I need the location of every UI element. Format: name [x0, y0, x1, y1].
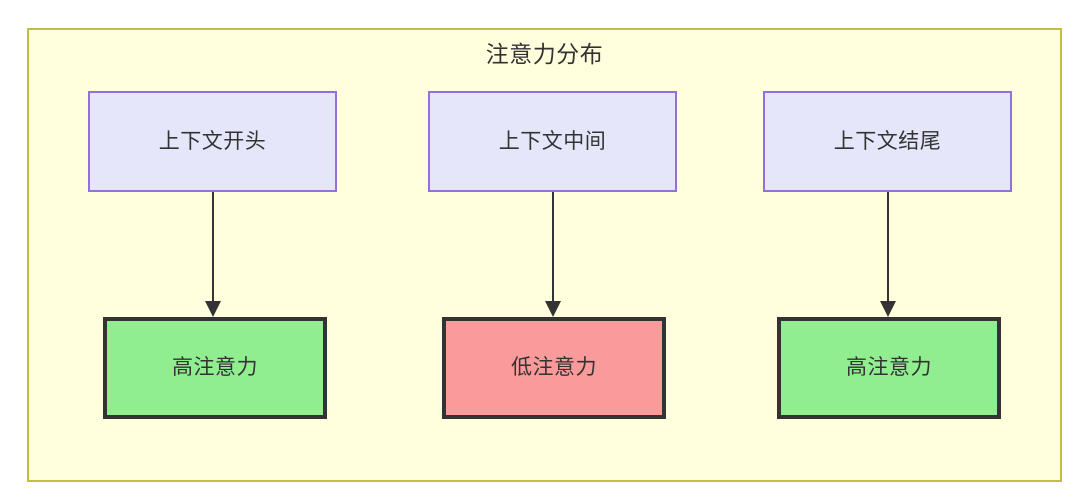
node-label: 上下文开头: [158, 129, 267, 153]
node-attention-low-middle[interactable]: 低注意力: [442, 317, 666, 419]
node-context-start[interactable]: 上下文开头: [88, 91, 337, 192]
node-attention-high-end[interactable]: 高注意力: [777, 317, 1001, 419]
node-label: 高注意力: [172, 356, 258, 379]
node-label: 高注意力: [846, 356, 932, 379]
node-context-end[interactable]: 上下文结尾: [763, 91, 1012, 192]
node-label: 上下文中间: [498, 129, 607, 153]
node-label: 上下文结尾: [833, 129, 942, 153]
node-label: 低注意力: [511, 356, 597, 379]
node-context-middle[interactable]: 上下文中间: [428, 91, 677, 192]
node-attention-high-start[interactable]: 高注意力: [103, 317, 327, 419]
subgraph-title: 注意力分布: [485, 41, 604, 67]
